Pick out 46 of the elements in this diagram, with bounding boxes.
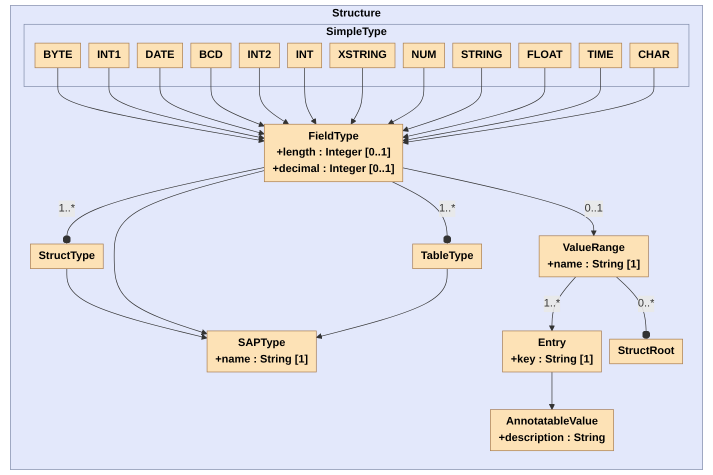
connector (62, 167, 265, 244)
edge-label: 1..* (544, 298, 560, 310)
node-box: TableType (412, 244, 482, 269)
arrow (316, 268, 448, 340)
node-box: DATE (136, 42, 183, 68)
node-box: INT1 (88, 42, 130, 68)
arrow (402, 67, 482, 132)
node-box: SAPType +name : String [1] (206, 330, 317, 372)
arrow (402, 167, 597, 236)
node-box: XSTRING (330, 42, 396, 68)
arrow (402, 67, 601, 143)
edge-label: 0..1 (584, 202, 603, 214)
arrow (402, 67, 654, 145)
node-box: FieldType +length : Integer [0..1] +decimal : Integer [0..1] (264, 124, 404, 182)
arrow (304, 67, 316, 124)
arrow (350, 67, 363, 124)
arrow (57, 67, 265, 144)
arrow (388, 67, 424, 124)
node-box: AnnotatableValue +description : String (490, 409, 614, 452)
node-box: TIME (578, 42, 622, 68)
node-box: STRING (452, 42, 511, 68)
node-box: StructRoot (609, 338, 683, 364)
arrow (114, 170, 265, 336)
node-box: NUM (402, 42, 445, 68)
node-box: Entry +key : String [1] (502, 330, 602, 372)
arrow (210, 67, 265, 127)
node-box: StructType (30, 244, 104, 269)
arrow (548, 372, 555, 410)
node-box: BCD (190, 42, 232, 68)
connector (392, 181, 452, 244)
arrow (66, 268, 208, 340)
node-box: INT (287, 42, 322, 68)
node-box: BYTE (34, 42, 81, 68)
arrow (402, 67, 546, 140)
connector (616, 276, 650, 340)
arrow (258, 67, 289, 124)
node-box: INT2 (238, 42, 280, 68)
node-box: CHAR (630, 42, 678, 68)
node-box: FLOAT (518, 42, 572, 68)
arrow (160, 67, 265, 136)
arrow (548, 276, 576, 332)
arrow (108, 67, 265, 140)
edge-label: 1..* (438, 202, 456, 214)
edge-label: 0..* (638, 298, 654, 310)
edge-label: 1..* (58, 202, 76, 214)
node-box: ValueRange +name : String [1] (538, 235, 649, 278)
